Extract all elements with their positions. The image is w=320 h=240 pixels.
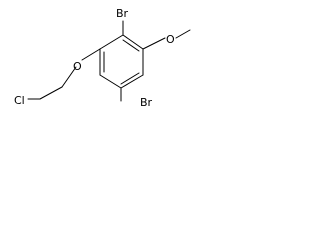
bond-ch2-ch2 (39, 86, 63, 100)
ring-double-bond (120, 72, 140, 85)
ring-bond (99, 34, 124, 50)
bond-o-ch2 (61, 66, 77, 88)
ring-bond (120, 74, 144, 89)
bond-o-methyl (175, 29, 191, 39)
ring-double-bond (122, 39, 140, 52)
ring-bond (99, 74, 122, 89)
bond-ring-o-ether (81, 48, 101, 61)
atom-label-o-ether: O (73, 60, 82, 73)
atom-label-br-bottom: Br (140, 96, 153, 109)
chemical-structure: Br Br O O Cl (14, 7, 191, 109)
atom-label-cl: Cl (14, 94, 25, 107)
atom-label-o-methoxy: O (166, 33, 175, 46)
bond-ring-o-methoxy (142, 37, 166, 50)
atom-label-br-top: Br (116, 7, 129, 20)
benzene-ring (99, 34, 144, 89)
ring-bond (122, 34, 144, 50)
